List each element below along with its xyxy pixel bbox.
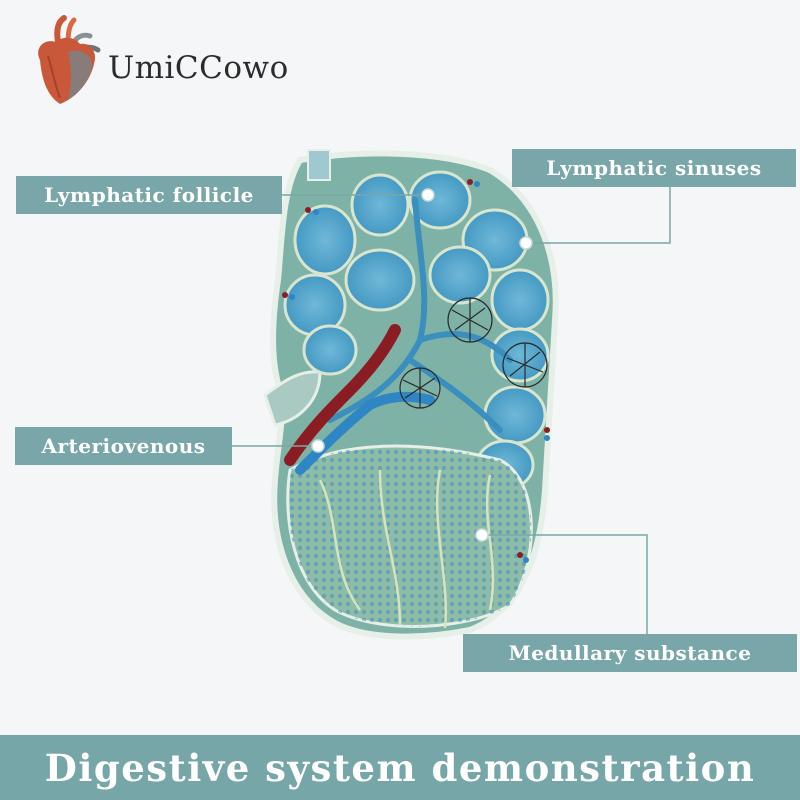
vessel-stub <box>307 149 331 181</box>
label-medullary-substance: Medullary substance <box>463 634 797 672</box>
heart-icon <box>38 15 101 104</box>
label-lymphatic-sinuses: Lymphatic sinuses <box>512 149 796 187</box>
brand-name: UmiCCowo <box>108 50 289 86</box>
footer-title: Digestive system demonstration <box>44 745 756 790</box>
footer-banner: Digestive system demonstration <box>0 735 800 800</box>
anchor-sinuses <box>519 236 533 250</box>
anchor-arterio <box>311 439 325 453</box>
brand: UmiCCowo <box>28 12 308 107</box>
leader-lines <box>232 187 671 634</box>
anchor-follicle <box>421 188 435 202</box>
anchor-medulla <box>475 528 489 542</box>
artery <box>284 324 401 466</box>
label-arteriovenous: Arteriovenous <box>15 427 232 465</box>
hilum <box>263 370 322 427</box>
label-lymphatic-follicle: Lymphatic follicle <box>16 176 282 214</box>
